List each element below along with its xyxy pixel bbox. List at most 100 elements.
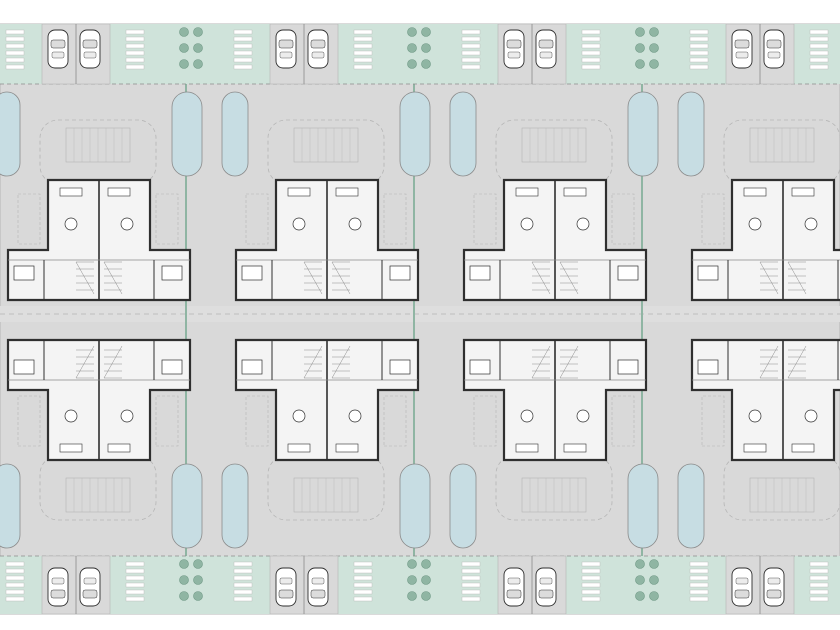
car-windshield — [82, 589, 98, 599]
crosswalk-stripe — [809, 36, 829, 42]
car-windshield — [50, 39, 66, 49]
crosswalk-stripe — [353, 57, 373, 63]
townhouse-pair — [677, 338, 840, 549]
car-rear-window — [83, 577, 97, 585]
car-icon — [535, 29, 557, 69]
stair-icon — [303, 345, 323, 379]
crosswalk-stripe — [809, 561, 829, 567]
side-terrace — [611, 193, 635, 245]
stair-icon — [331, 261, 351, 295]
tree-icon — [421, 591, 431, 601]
side-terrace — [383, 395, 407, 447]
stair-icon — [531, 261, 551, 295]
stair-run — [303, 261, 323, 295]
sofa-icon — [515, 443, 539, 453]
crosswalk-stripe — [689, 568, 709, 574]
townhouse-pair — [677, 91, 840, 302]
crosswalk-stripe — [461, 568, 481, 574]
tree-icon — [407, 59, 417, 69]
building-outline — [690, 178, 840, 302]
bed-icon — [389, 265, 411, 281]
car-body — [275, 29, 297, 69]
stair-icon — [559, 345, 579, 379]
tree-icon — [421, 575, 431, 585]
sofa-icon — [791, 187, 815, 197]
sofa-icon — [791, 443, 815, 453]
tree-icon — [635, 559, 645, 569]
sofa-icon — [335, 187, 359, 197]
crosswalk-stripe — [233, 43, 253, 49]
car-icon — [763, 29, 785, 69]
car-rear-window — [735, 577, 749, 585]
crosswalk-stripe — [233, 57, 253, 63]
car-rear-window — [735, 51, 749, 59]
car-windshield — [506, 39, 522, 49]
car-windshield — [310, 39, 326, 49]
crosswalk-stripe — [5, 29, 25, 35]
side-terrace — [17, 395, 41, 447]
car-body — [275, 567, 297, 607]
crosswalk-stripe — [689, 582, 709, 588]
tree-icon — [421, 27, 431, 37]
dining-table-icon — [64, 217, 78, 231]
crosswalk-stripe — [581, 582, 601, 588]
stair-run — [331, 261, 351, 295]
bed-icon — [697, 265, 719, 281]
car-windshield — [278, 39, 294, 49]
pool-icon — [627, 463, 659, 549]
car-icon — [731, 567, 753, 607]
pool-icon — [221, 463, 249, 549]
tree-icon — [193, 27, 203, 37]
car-windshield — [734, 39, 750, 49]
tree-icon — [407, 43, 417, 53]
tree-icon — [635, 59, 645, 69]
stair-run — [75, 345, 95, 379]
crosswalk-stripe — [353, 36, 373, 42]
bed-icon — [697, 359, 719, 375]
dining-table-icon — [348, 217, 362, 231]
bed-icon — [13, 265, 35, 281]
crosswalk-stripe — [353, 64, 373, 70]
side-terrace — [611, 395, 635, 447]
crosswalk-stripe — [581, 596, 601, 602]
sofa-icon — [107, 443, 131, 453]
crosswalk-stripe — [461, 575, 481, 581]
tree-icon — [635, 43, 645, 53]
tree-icon — [649, 575, 659, 585]
car-rear-window — [767, 51, 781, 59]
crosswalk-stripe — [125, 43, 145, 49]
crosswalk-stripe — [581, 575, 601, 581]
townhouse-pair — [0, 338, 203, 549]
tree-icon — [179, 559, 189, 569]
townhouse-pair — [449, 338, 659, 549]
crosswalk-stripe — [5, 43, 25, 49]
car-body — [307, 567, 329, 607]
crosswalk-stripe — [233, 596, 253, 602]
crosswalk-stripe — [809, 43, 829, 49]
tree-icon — [649, 591, 659, 601]
tree-icon — [649, 43, 659, 53]
sofa-icon — [287, 187, 311, 197]
stair-icon — [787, 345, 807, 379]
car-rear-window — [539, 51, 553, 59]
crosswalk-stripe — [233, 582, 253, 588]
housing-blocks — [0, 91, 840, 549]
car-windshield — [538, 39, 554, 49]
car-icon — [503, 567, 525, 607]
car-rear-window — [51, 51, 65, 59]
bed-icon — [161, 265, 183, 281]
stair-icon — [787, 261, 807, 295]
crosswalk-stripe — [125, 582, 145, 588]
tree-icon — [179, 591, 189, 601]
crosswalk-stripe — [125, 57, 145, 63]
car-windshield — [310, 589, 326, 599]
stair-run — [75, 261, 95, 295]
crosswalk-stripe — [353, 561, 373, 567]
pool-icon — [0, 463, 21, 549]
tree-icon — [421, 43, 431, 53]
car-rear-window — [279, 577, 293, 585]
townhouse-pair — [221, 338, 431, 549]
crosswalk-stripe — [581, 64, 601, 70]
dining-table-icon — [120, 217, 134, 231]
crosswalk-stripe — [461, 29, 481, 35]
